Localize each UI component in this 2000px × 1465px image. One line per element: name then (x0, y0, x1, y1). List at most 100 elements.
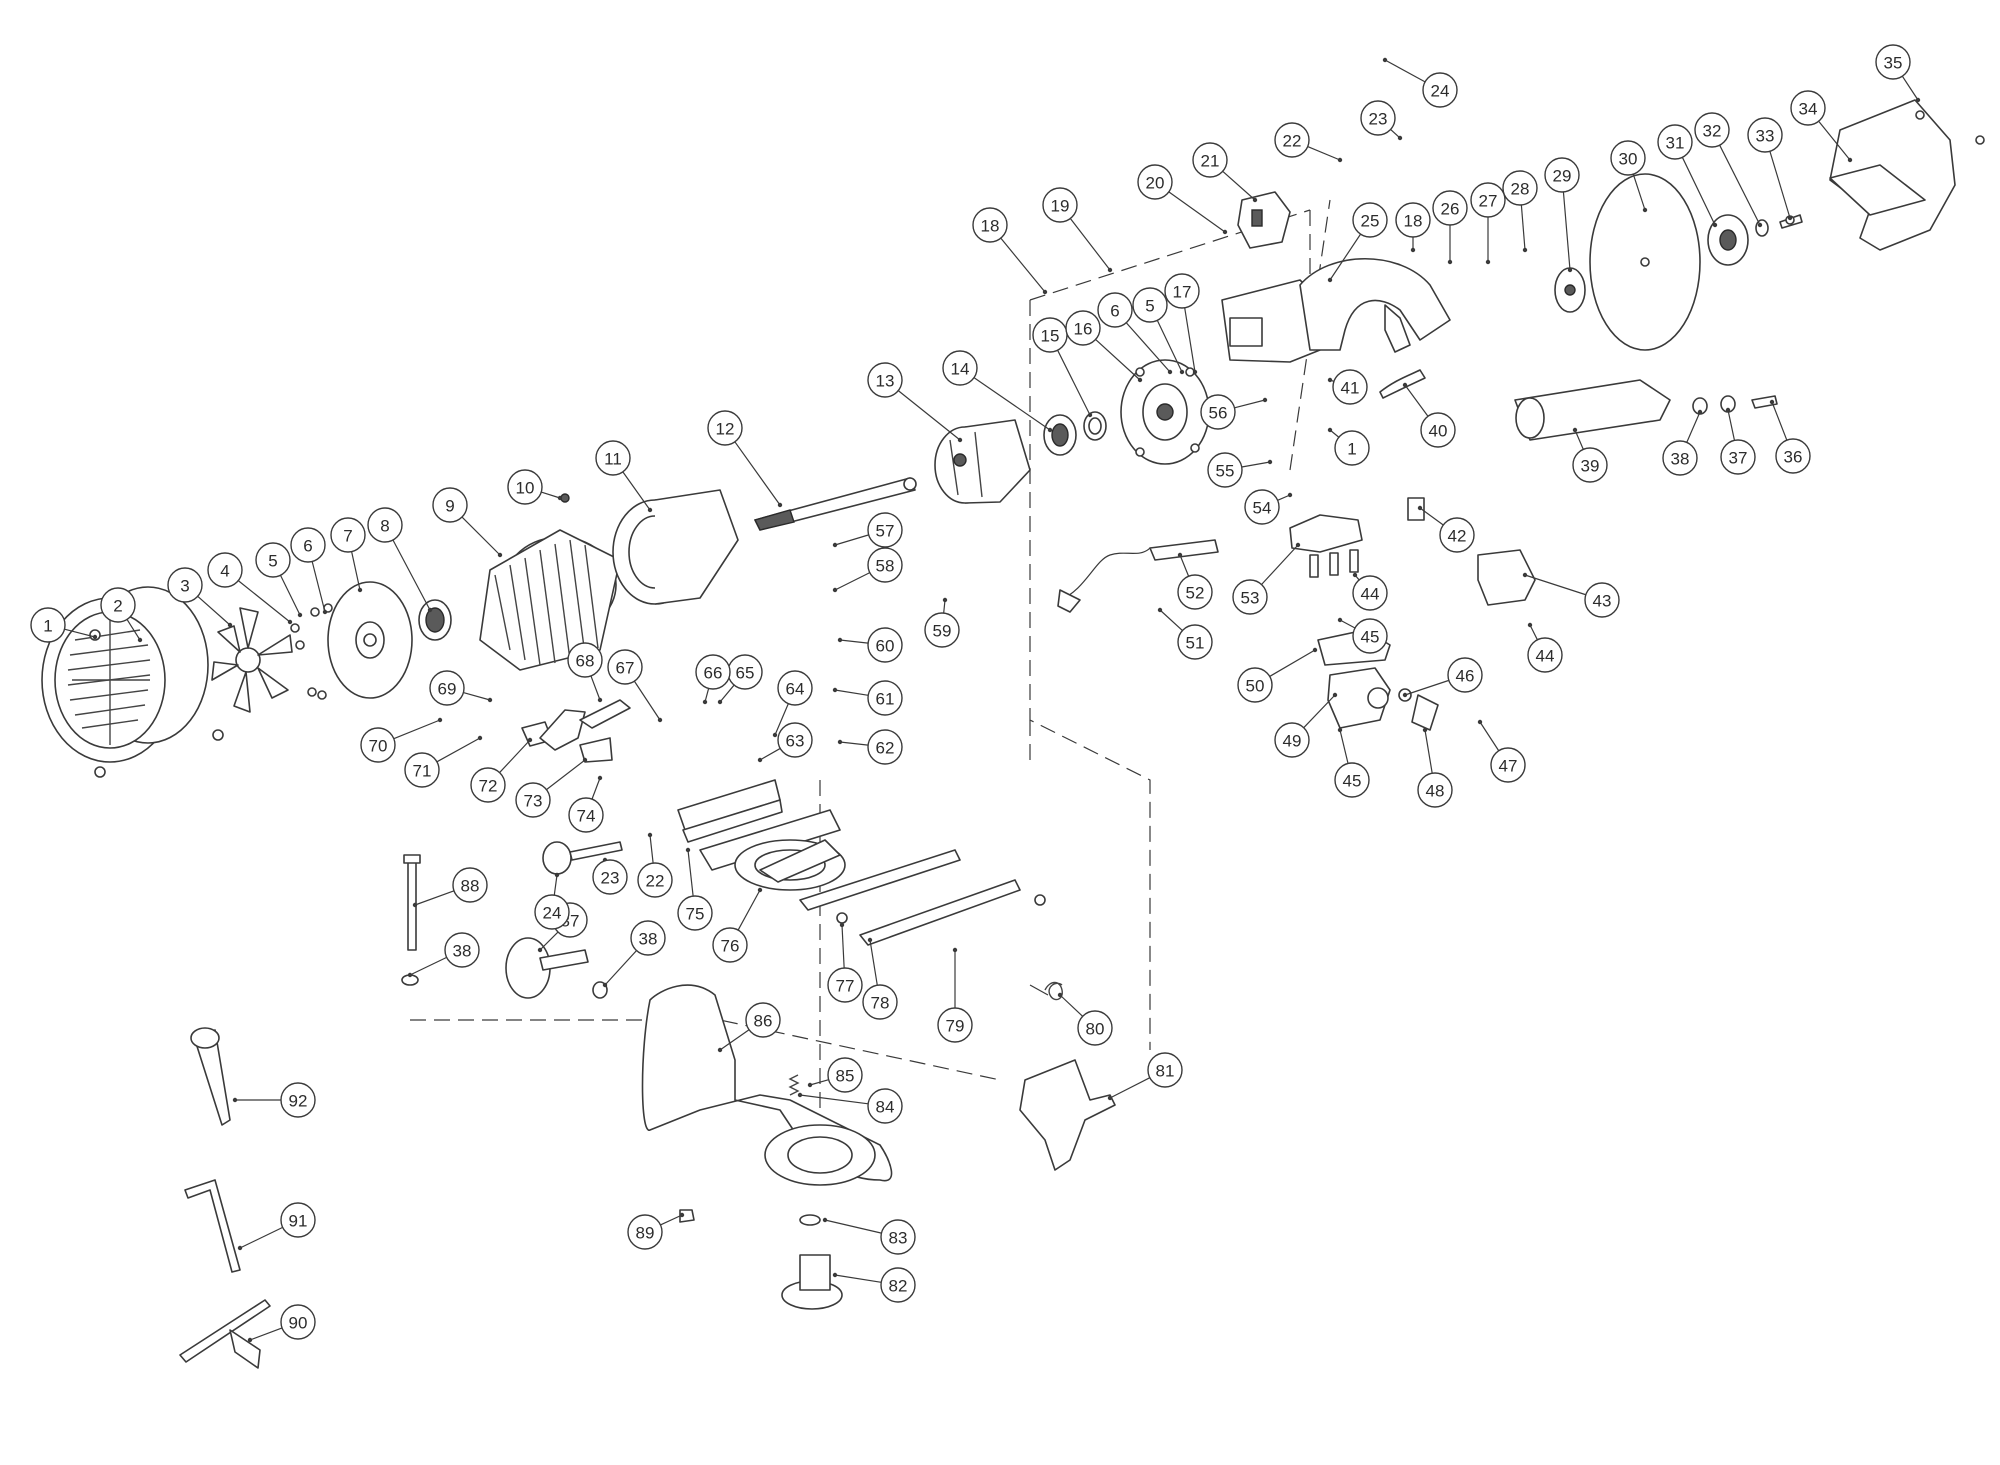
callout-number: 12 (716, 420, 735, 439)
callout-circle (707, 410, 743, 446)
callout-91: 91 (237, 1202, 316, 1251)
callout-anchor-dot (702, 699, 708, 705)
callout-circle (1544, 157, 1580, 193)
callout-36: 36 (1769, 399, 1811, 474)
callout-number: 49 (1283, 732, 1302, 751)
callout-leader (774, 703, 789, 736)
callout-leader (1901, 75, 1919, 101)
callout-49: 49 (1274, 692, 1338, 758)
callout-number: 4 (220, 562, 229, 581)
callout-anchor-dot (1327, 427, 1333, 433)
callout-circle (1720, 439, 1756, 475)
callout-number: 89 (636, 1224, 655, 1243)
callout-circle (207, 552, 243, 588)
callout-45: 45 (1337, 617, 1388, 654)
callout-circle (1077, 1010, 1113, 1046)
knob-87 (505, 937, 589, 999)
callout-62: 62 (837, 729, 903, 765)
callout-circle (1572, 447, 1608, 483)
callout-leader (279, 574, 301, 616)
guide-rail (677, 779, 783, 843)
callout-circle (862, 984, 898, 1020)
callout-number: 25 (1361, 212, 1380, 231)
callout-leader (1125, 322, 1171, 373)
callout-leader (1771, 401, 1788, 441)
callout-leader (1339, 729, 1349, 764)
callout-circle (290, 527, 326, 563)
callout-leader (660, 1214, 683, 1226)
callout-number: 18 (981, 217, 1000, 236)
callout-anchor-dot (427, 607, 433, 613)
callout-leader (869, 939, 878, 986)
callout-circle (867, 512, 903, 548)
callout-anchor-dot (1327, 377, 1333, 383)
bolt-88 (401, 854, 421, 986)
callout-anchor-dot (647, 832, 653, 838)
callout-anchor-dot (1402, 692, 1408, 698)
callout-58: 58 (832, 547, 903, 593)
callout-anchor-dot (777, 502, 783, 508)
callout-number: 24 (543, 904, 562, 923)
callout-anchor-dot (597, 697, 603, 703)
callout-74: 74 (568, 775, 604, 833)
callout-leader (1222, 170, 1256, 201)
callout-number: 66 (704, 664, 723, 683)
callout-circle (444, 932, 480, 968)
callout-circle (507, 469, 543, 505)
callout-anchor-dot (1352, 572, 1358, 578)
callout-anchor-dot (1222, 229, 1228, 235)
callout-number: 21 (1201, 152, 1220, 171)
callout-anchor-dot (1087, 412, 1093, 418)
callout-leader (834, 1274, 882, 1283)
callout-leader (633, 680, 661, 721)
callout-leader (1424, 729, 1433, 774)
callout-leader (1681, 157, 1716, 226)
bolt-33 (1779, 214, 1803, 229)
callout-59: 59 (924, 597, 960, 648)
callout-66: 66 (695, 654, 731, 705)
callout-anchor-dot (832, 1272, 838, 1278)
callout-circle (777, 670, 813, 706)
callout-number: 79 (946, 1017, 965, 1036)
callout-anchor-dot (1410, 247, 1416, 253)
callout-anchor-dot (657, 717, 663, 723)
callout-7: 7 (330, 517, 366, 593)
torsion-spring-80 (1029, 981, 1063, 1001)
callout-circle (1470, 182, 1506, 218)
callout-anchor-dot (1522, 247, 1528, 253)
callout-circle (280, 1304, 316, 1340)
callout-56: 56 (1200, 394, 1268, 430)
armature (934, 419, 1031, 504)
callout-number: 22 (1283, 132, 1302, 151)
callout-number: 63 (786, 732, 805, 751)
callout-anchor-dot (232, 1097, 238, 1103)
callout-number: 43 (1593, 592, 1612, 611)
callout-anchor-dot (1337, 157, 1343, 163)
callout-77: 77 (827, 922, 863, 1003)
callout-circle (924, 612, 960, 648)
spring-84 (788, 1074, 800, 1096)
callout-anchor-dot (1847, 157, 1853, 163)
callout-circle (1274, 122, 1310, 158)
callout-number: 44 (1361, 585, 1380, 604)
callout-anchor-dot (1042, 289, 1048, 295)
callout-11: 11 (595, 440, 653, 513)
callout-number: 73 (524, 792, 543, 811)
callout-number: 68 (576, 652, 595, 671)
callout-leader (1269, 649, 1316, 677)
callout-anchor-dot (1382, 57, 1388, 63)
callout-28: 28 (1502, 170, 1538, 253)
callout-leader (311, 561, 326, 613)
callout-39: 39 (1572, 427, 1608, 483)
callout-anchor-dot (837, 637, 843, 643)
callout-leader (973, 377, 1051, 431)
callout-circle (607, 649, 643, 685)
callout-30: 30 (1610, 140, 1648, 213)
callout-34: 34 (1790, 90, 1853, 163)
callout-anchor-dot (1179, 369, 1185, 375)
callout-anchor-dot (1397, 135, 1403, 141)
callout-circle (1244, 489, 1280, 525)
callout-anchor-dot (1787, 215, 1793, 221)
callout-71: 71 (404, 735, 483, 788)
